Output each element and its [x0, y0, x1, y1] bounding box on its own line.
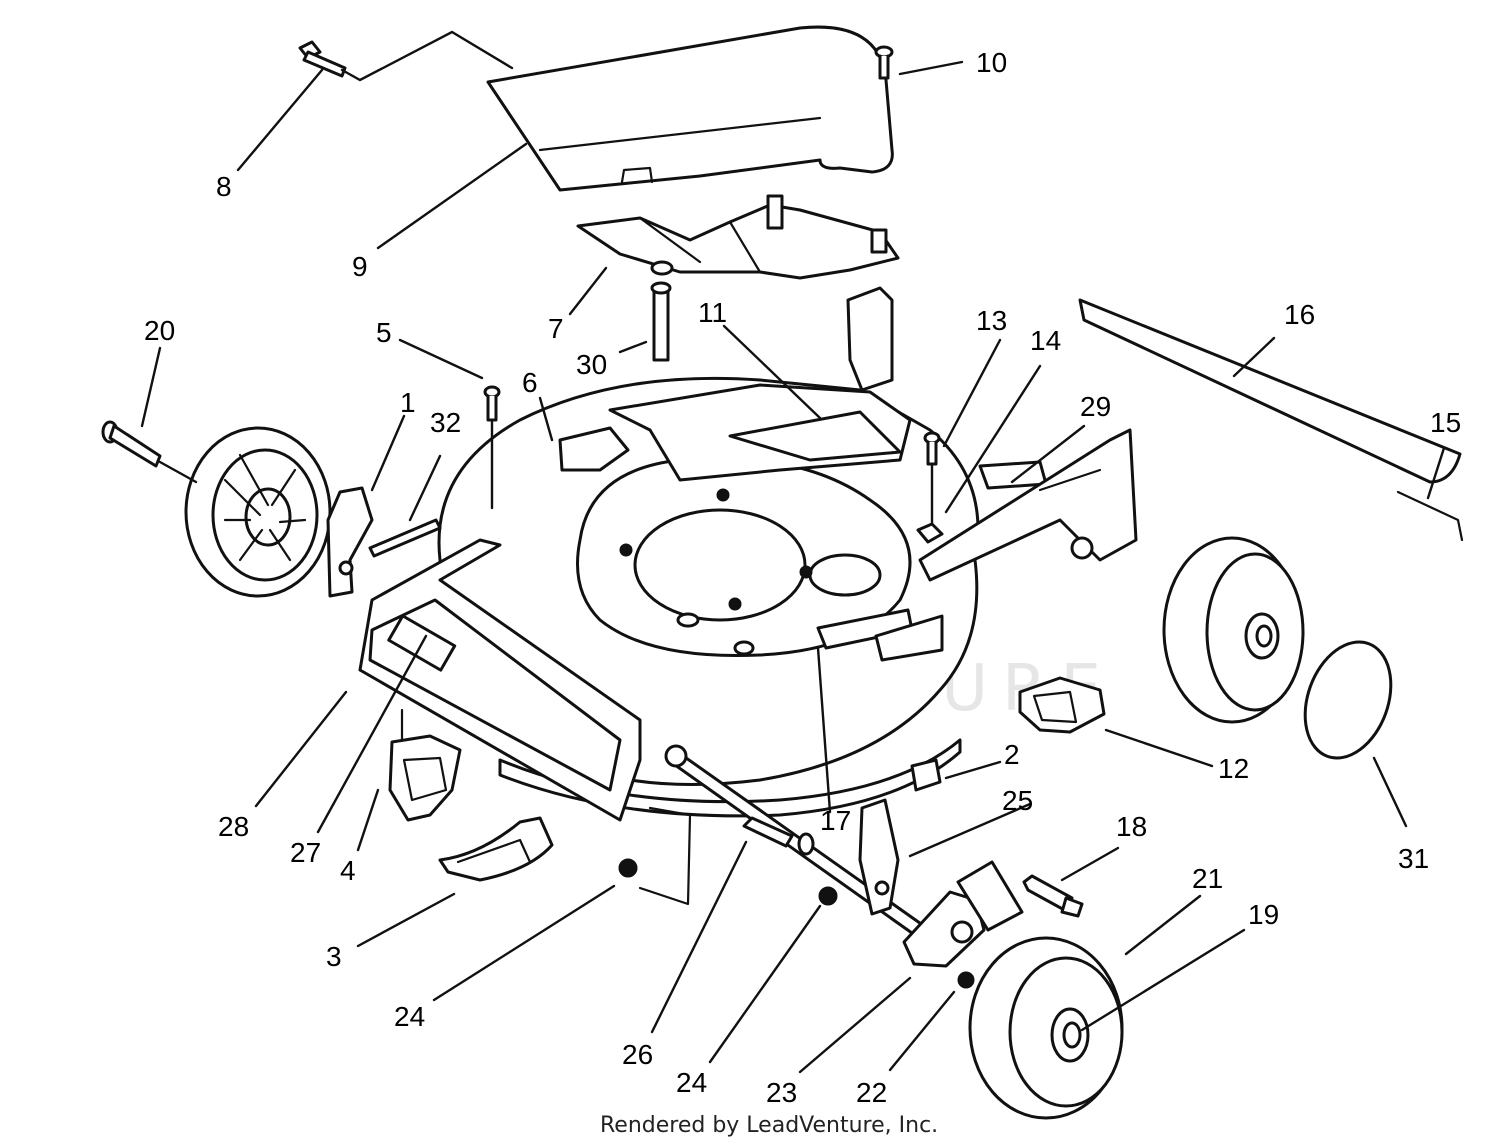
front-right-wheel	[968, 936, 1124, 1120]
callout-14: 14	[1030, 325, 1061, 356]
leader-22	[888, 990, 956, 1072]
part-7-deflector-frame	[576, 194, 900, 280]
rear-right-wheel	[1162, 536, 1305, 724]
leader-31	[1372, 756, 1408, 828]
leader-8b	[340, 30, 514, 82]
callout-32: 32	[430, 407, 461, 438]
part-31-hubcap	[1303, 640, 1393, 760]
callout-20: 20	[144, 315, 175, 346]
leader-17	[816, 646, 832, 814]
callout-11: 11	[698, 297, 727, 328]
leader-30	[618, 340, 648, 354]
callout-1: 1	[400, 387, 416, 418]
callout-2: 2	[1004, 739, 1020, 770]
part-16-rear-flap	[1078, 298, 1462, 484]
callout-31: 31	[1398, 843, 1429, 874]
callout-4: 4	[340, 855, 356, 886]
leader-6	[538, 396, 554, 442]
leader-19	[1080, 928, 1246, 1032]
front-left-wheel	[184, 426, 332, 598]
leader-1	[370, 414, 406, 492]
leader-15	[1426, 446, 1446, 500]
leader-12	[1104, 728, 1214, 768]
callout-16: 16	[1284, 299, 1315, 330]
part-15-rod	[1396, 490, 1464, 542]
leader-11	[722, 324, 822, 420]
callout-12: 12	[1218, 753, 1249, 784]
part-2-block	[910, 758, 942, 792]
callouts: 8 9 10 7 30 11 5 6 20 1 32 13 14 29 16 1…	[144, 47, 1461, 1108]
callout-10: 10	[976, 47, 1007, 78]
callout-8: 8	[216, 171, 232, 202]
leader-14	[944, 364, 1042, 514]
part-12-skid-plate	[1018, 676, 1106, 734]
footer-credit: Rendered by LeadVenture, Inc.	[600, 1113, 938, 1138]
leader-24b	[708, 904, 822, 1064]
leader-28	[254, 690, 348, 808]
callout-26: 26	[622, 1039, 653, 1070]
leader-29	[1010, 424, 1086, 484]
callout-21: 21	[1192, 863, 1223, 894]
callout-15: 15	[1430, 407, 1461, 438]
leader-2	[944, 760, 1002, 780]
leader-5	[398, 338, 484, 380]
callout-3: 3	[326, 941, 342, 972]
leader-18	[1060, 846, 1120, 882]
leader-8	[236, 68, 324, 172]
rear-axle-bar	[846, 286, 1138, 582]
leader-21	[1124, 894, 1202, 956]
part-13-bolt	[916, 431, 944, 544]
callout-19: 19	[1248, 899, 1279, 930]
leader-3	[356, 892, 456, 948]
callout-24a: 24	[394, 1001, 425, 1032]
leader-10	[898, 60, 964, 76]
part-5-bolt	[483, 385, 501, 422]
leader-7	[568, 266, 608, 316]
part-4-skid-plate	[388, 708, 462, 822]
leader-27	[316, 634, 428, 834]
leader-26	[650, 840, 748, 1034]
leader-20b	[158, 460, 198, 484]
leader-lines	[140, 30, 1446, 1074]
callout-27: 27	[290, 837, 321, 868]
callout-28: 28	[218, 811, 249, 842]
part-10-bolt	[874, 45, 894, 80]
rear-axle-assembly	[618, 744, 1084, 989]
callout-24b: 24	[676, 1067, 707, 1098]
leader-25	[908, 802, 1032, 858]
part-30-bolt	[650, 281, 672, 362]
callout-9: 9	[352, 251, 368, 282]
callout-25: 25	[1002, 785, 1033, 816]
leader-23	[798, 976, 912, 1074]
callout-22: 22	[856, 1077, 887, 1108]
callout-13: 13	[976, 305, 1007, 336]
callout-7: 7	[548, 313, 564, 344]
callout-5: 5	[376, 317, 392, 348]
callout-6: 6	[522, 367, 538, 398]
leader-24a	[432, 884, 616, 1002]
part-3-skid-plate	[438, 816, 554, 882]
callout-17: 17	[820, 805, 851, 836]
part-20-bolt	[101, 420, 162, 468]
leader-4	[356, 788, 380, 852]
label-sheet	[638, 806, 692, 906]
leader-32	[408, 454, 442, 522]
callout-30: 30	[576, 349, 607, 380]
part-8-bolt	[298, 40, 347, 78]
leader-9	[376, 142, 528, 250]
callout-23: 23	[766, 1077, 797, 1108]
leader-13	[942, 338, 1002, 448]
part-1-bracket	[326, 486, 442, 598]
leader-16	[1232, 336, 1276, 378]
callout-18: 18	[1116, 811, 1147, 842]
leader-20	[140, 346, 162, 428]
callout-29: 29	[1080, 391, 1111, 422]
part-9-discharge-cover	[486, 25, 894, 192]
